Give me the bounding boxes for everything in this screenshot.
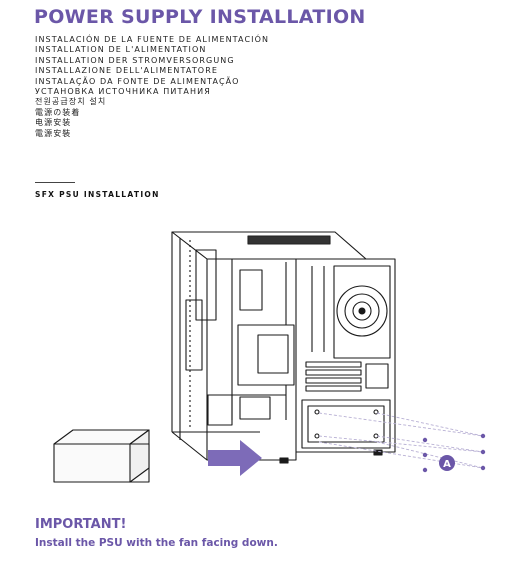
important-note: Install the PSU with the fan facing down… (35, 537, 278, 549)
insertion-arrow (208, 440, 262, 476)
title-it: INSTALLAZIONE DELL'ALIMENTATORE (35, 66, 219, 76)
screw-points (422, 433, 486, 473)
title-ko: 전원공급장치 설치 (35, 97, 107, 107)
title-ru: УСТАНОВКА ИСТОЧНИКА ПИТАНИЯ (35, 87, 211, 97)
page-title: POWER SUPPLY INSTALLATION (34, 6, 366, 28)
screw-guides (318, 412, 484, 469)
title-fr: INSTALLATION DE L'ALIMENTATION (35, 45, 207, 55)
title-pt: INSTALAÇÃO DA FONTE DE ALIMENTAÇÃO (35, 76, 240, 86)
title-zh-cn: 电源安装 (35, 118, 72, 128)
title-ja: 電源の装着 (35, 107, 81, 117)
callout-a: A (439, 455, 455, 471)
title-zh-tw: 電源安裝 (35, 128, 72, 138)
psu-installation-illustration: A (53, 231, 486, 483)
pc-case (171, 231, 396, 464)
callout-a-label: A (443, 459, 451, 470)
psu-unit (53, 429, 150, 483)
section-divider (35, 182, 75, 183)
translated-titles: INSTALACIÓN DE LA FUENTE DE ALIMENTACIÓN… (35, 35, 269, 139)
title-de: INSTALLATION DER STROMVERSORGUNG (35, 55, 235, 65)
title-es: INSTALACIÓN DE LA FUENTE DE ALIMENTACIÓN (35, 35, 270, 44)
important-heading: IMPORTANT! (35, 517, 127, 532)
section-title: SFX PSU INSTALLATION (35, 190, 160, 199)
